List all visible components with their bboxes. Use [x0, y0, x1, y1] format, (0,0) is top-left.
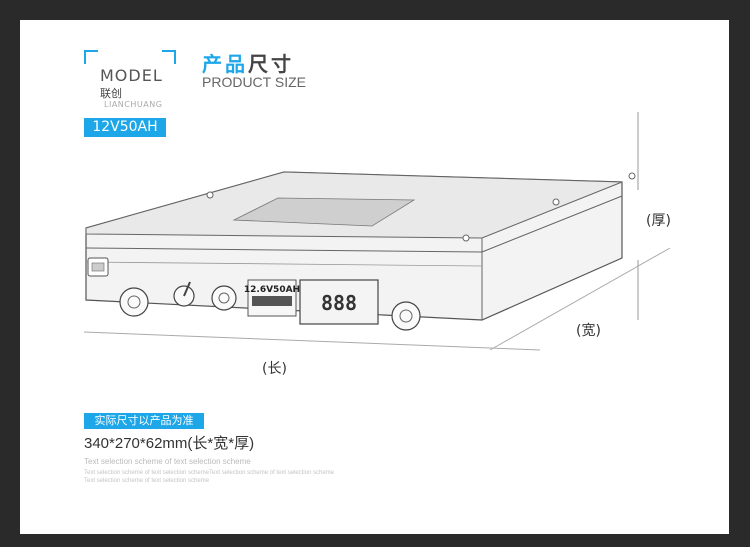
brand-cn: 联创 [100, 87, 122, 100]
toggle-lever [183, 281, 191, 297]
battery-sketch: 12.6V50AH 888 [83, 112, 671, 351]
length-label: (长) [262, 361, 287, 377]
section-title-cn-part1: 产品 [202, 52, 248, 76]
width-guide-line [489, 247, 671, 351]
model-heading: MODEL [100, 66, 163, 85]
knob-left [119, 287, 149, 317]
screw-mark [206, 191, 214, 199]
section-title-en: PRODUCT SIZE [202, 74, 306, 90]
knob-right-inner [399, 309, 413, 323]
side-top-edge [481, 195, 623, 253]
section-title-cn: 产品尺寸 [202, 48, 294, 77]
model-badge: 12V50AH [84, 118, 166, 137]
front-top-edge [85, 247, 483, 253]
caption-line-1: Text selection scheme of text selection … [84, 457, 251, 466]
top-label-sticker [232, 197, 416, 227]
product-size-panel: MODEL 联创 LIANCHUANG 12V50AH 产品尺寸 PRODUCT… [20, 20, 729, 534]
brand-en: LIANCHUANG [104, 100, 163, 109]
thickness-label: (厚) [646, 213, 671, 229]
front-seam [85, 261, 483, 267]
spec-plate-text: 12.6V50AH [244, 285, 300, 295]
display-digits: 888 [321, 291, 357, 315]
knob-middle-inner [218, 292, 230, 304]
knob-middle [211, 285, 237, 311]
knob-right [391, 301, 421, 331]
corner-bracket-left [84, 50, 98, 64]
size-value: 340*270*62mm(长*宽*厚) [84, 435, 255, 452]
screw-mark [462, 234, 470, 242]
knob-left-inner [127, 295, 141, 309]
spec-plate-bar [252, 296, 292, 306]
screw-mark [628, 172, 636, 180]
caption-line-3: Text selection scheme of text selection … [84, 478, 210, 484]
section-title-cn-part2: 尺寸 [248, 52, 294, 76]
length-guide-line [83, 331, 541, 351]
width-label: (宽) [576, 323, 601, 339]
digital-display [299, 279, 379, 325]
corner-bracket-right [162, 50, 176, 64]
screw-mark [552, 198, 560, 206]
side-socket-inner [91, 262, 105, 272]
caption-line-2: Text selection scheme of text selection … [84, 470, 335, 476]
note-badge: 实际尺寸以产品为准 [84, 413, 204, 429]
